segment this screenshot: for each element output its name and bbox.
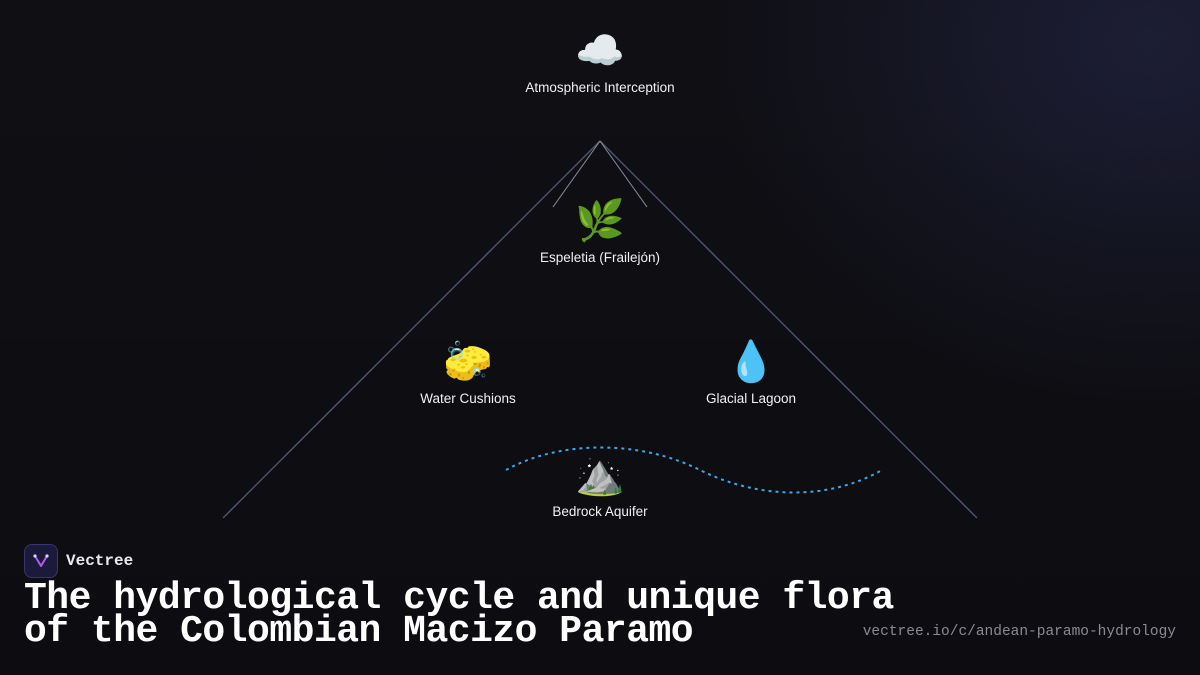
node-bedrock-aquifer: ⛰️ Bedrock Aquifer: [490, 452, 710, 519]
vectree-logo-icon: [24, 544, 58, 578]
herb-icon: 🌿: [575, 199, 625, 243]
node-label: Atmospheric Interception: [525, 80, 675, 95]
node-espeletia: 🌿 Espeletia (Frailejón): [490, 198, 710, 265]
cloud-icon: ☁️: [575, 29, 625, 73]
title-line-1: The hydrological cycle and unique flora: [24, 577, 894, 620]
node-glacial-lagoon: 💧 Glacial Lagoon: [641, 339, 861, 406]
source-url: vectree.io/c/andean-paramo-hydrology: [862, 624, 1176, 640]
node-atmospheric-interception: ☁️ Atmospheric Interception: [490, 28, 710, 95]
inner-right-edge: [599, 140, 648, 208]
node-water-cushions: 🧽 Water Cushions: [358, 339, 578, 406]
title-line-2: of the Colombian Macizo Paramo: [24, 610, 694, 653]
triangle-right-edge: [599, 140, 978, 519]
node-label: Bedrock Aquifer: [552, 504, 648, 519]
brand: Vectree: [24, 544, 133, 578]
node-label: Espeletia (Frailejón): [539, 250, 661, 265]
inner-left-edge: [552, 140, 601, 208]
droplet-icon: 💧: [726, 340, 776, 384]
sponge-icon: 🧽: [443, 340, 493, 384]
brand-name: Vectree: [66, 552, 134, 570]
node-label: Water Cushions: [420, 391, 516, 406]
mountain-icon: ⛰️: [575, 453, 625, 497]
page-title: The hydrological cycle and unique flora …: [24, 580, 904, 651]
triangle-left-edge: [222, 140, 601, 519]
node-label: Glacial Lagoon: [705, 391, 797, 406]
